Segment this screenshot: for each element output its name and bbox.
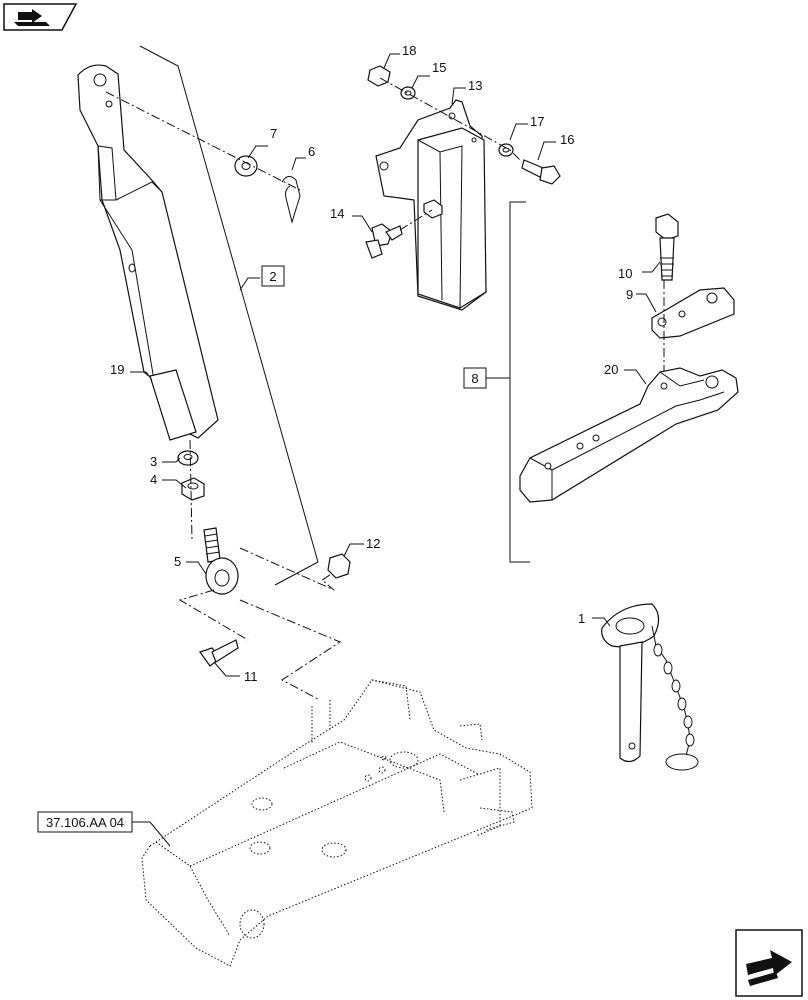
eye-bolt-5 bbox=[203, 527, 239, 595]
nut-4 bbox=[181, 477, 205, 501]
axis-line bbox=[239, 599, 342, 701]
washer-15 bbox=[400, 86, 416, 100]
bolt-10 bbox=[655, 213, 679, 281]
callout-14: 14 bbox=[330, 206, 344, 221]
axis-line bbox=[178, 589, 249, 641]
axis-line bbox=[105, 91, 301, 191]
axis-line bbox=[399, 209, 433, 231]
washer-17 bbox=[498, 143, 514, 157]
reference-box[interactable] bbox=[37, 811, 133, 833]
callout-11: 11 bbox=[244, 669, 258, 684]
reference-label[interactable]: 37.106.AA 04 bbox=[46, 815, 124, 830]
axis-line bbox=[379, 77, 521, 161]
bolt-11 bbox=[199, 639, 239, 667]
drawbar-20 bbox=[519, 367, 739, 503]
clamp-14 bbox=[365, 223, 403, 259]
spring-pin-6 bbox=[281, 176, 301, 224]
pin-with-chain-1 bbox=[601, 603, 699, 771]
callout-17: 17 bbox=[530, 114, 544, 129]
callout-4: 4 bbox=[150, 472, 157, 487]
callout-13: 13 bbox=[468, 78, 482, 93]
callout-2: 2 bbox=[269, 269, 276, 284]
book-arrow-icon[interactable] bbox=[3, 3, 78, 31]
mounting-plate bbox=[139, 45, 319, 586]
callout-9: 9 bbox=[626, 287, 633, 302]
assembly-bracket bbox=[509, 201, 530, 563]
next-page-arrow-icon[interactable] bbox=[735, 929, 803, 997]
callout-15: 15 bbox=[432, 60, 446, 75]
callout-3: 3 bbox=[150, 454, 157, 469]
leader-lines bbox=[130, 53, 661, 847]
callout-1: 1 bbox=[578, 611, 585, 626]
callout-20: 20 bbox=[604, 362, 618, 377]
callout-box-8 bbox=[463, 367, 487, 389]
nut-14 bbox=[423, 199, 443, 219]
reference-frame bbox=[141, 679, 533, 967]
nut-18 bbox=[367, 65, 391, 87]
plate-9 bbox=[651, 287, 735, 339]
callout-19: 19 bbox=[110, 362, 124, 377]
callout-18: 18 bbox=[402, 43, 416, 58]
callout-5: 5 bbox=[174, 554, 181, 569]
top-link-bar bbox=[77, 64, 219, 441]
callout-16: 16 bbox=[560, 132, 574, 147]
callout-10: 10 bbox=[618, 266, 632, 281]
washer-3 bbox=[177, 450, 199, 466]
callout-6: 6 bbox=[308, 144, 315, 159]
callout-box-2 bbox=[261, 265, 285, 287]
nut-12 bbox=[327, 553, 351, 579]
callout-7: 7 bbox=[270, 126, 277, 141]
callout-12: 12 bbox=[366, 536, 380, 551]
callout-8: 8 bbox=[471, 371, 478, 386]
bolt-16 bbox=[521, 159, 561, 185]
